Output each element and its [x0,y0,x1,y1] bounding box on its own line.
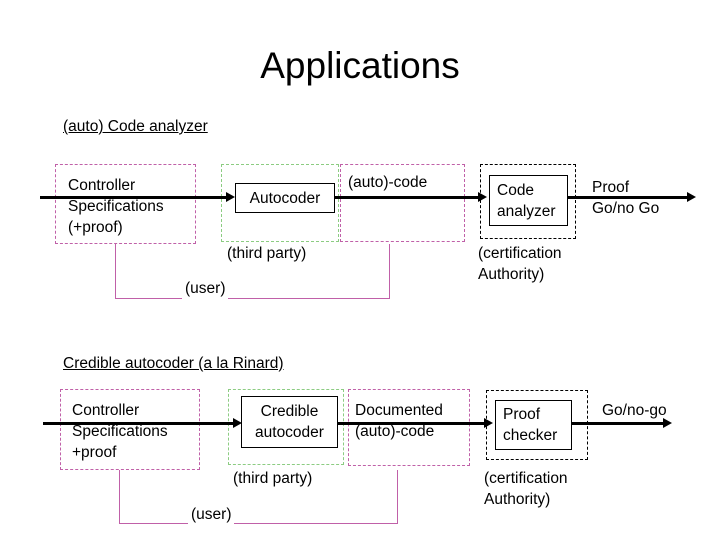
diagram-2-arrowhead-1 [233,418,242,428]
diagram-1-user-bracket [115,244,390,299]
diagram-1-proof-result: Proof Go/no Go [592,179,660,217]
diagram-2-documented-auto-code-label: Documented (auto)-code [355,402,443,440]
diagram-1-arrow-output [568,196,690,199]
diagram-1-arrowhead-1 [226,192,235,202]
diagram-1-arrowhead-2 [478,192,487,202]
diagram-1-third-party-region [221,164,339,242]
diagram-1-user-spec-region [55,164,196,244]
diagram-2-third-party-region [228,389,344,465]
diagram-1-arrowhead-3 [687,192,696,202]
diagram-2-user-annotation: (user) [188,504,235,525]
diagram-2-user-spec-region [60,389,200,470]
diagram-2-arrowhead-3 [663,418,672,428]
diagram-2-go-no-go-result: Go/no-go [602,402,667,419]
diagram-1-heading: (auto) Code analyzer [63,118,208,135]
diagram-2-certification-annotation: (certification Authority) [484,470,568,508]
diagram-1-third-party-annotation: (third party) [227,245,307,262]
diagram-1-user-annotation: (user) [182,278,229,299]
diagram-2-credible-autocoder[interactable]: Credible autocoder [241,396,338,448]
diagram-1-auto-code-region [340,164,465,242]
diagram-1-autocoder[interactable]: Autocoder [235,183,335,213]
diagram-2-proof-checker[interactable]: Proof checker [495,400,572,450]
diagram-2-controller-specifications: Controller Specifications +proof [72,402,168,461]
diagram-1-certification-annotation: (certification Authority) [478,245,562,283]
diagram-2-arrow-code-to-checker [338,422,486,425]
diagram-2-heading: Credible autocoder (a la Rinard) [63,355,284,372]
diagram-1-auto-code-label: (auto)-code [348,174,428,191]
diagram-1-code-analyzer[interactable]: Code analyzer [489,175,568,226]
diagram-2-arrow-output [572,422,666,425]
diagram-1-controller-specifications: Controller Specifications (+proof) [68,177,164,236]
diagram-2-arrowhead-2 [484,418,493,428]
diagram-2-documented-code-region [348,389,470,466]
diagram-2-user-bracket [119,470,398,524]
diagram-2-third-party-annotation: (third party) [233,470,313,487]
page-title: Applications [260,45,460,86]
diagram-1-arrow-spec-to-autocoder [40,196,230,199]
diagram-1-arrow-code-to-analyzer [334,196,480,199]
diagram-2-arrow-spec-to-autocoder [43,422,238,425]
